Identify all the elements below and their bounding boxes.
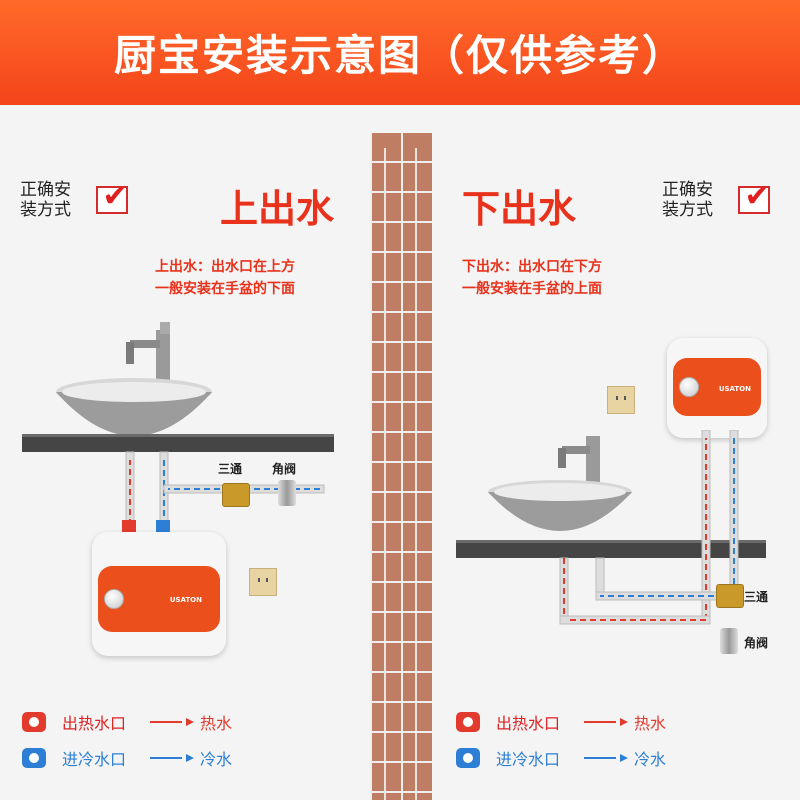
left-title: 上出水 [220, 187, 335, 231]
right-valve-label: 角阀 [744, 636, 769, 650]
header-banner: 厨宝安装示意图（仅供参考） [0, 0, 800, 105]
left-cold-inlet-cap [156, 520, 170, 532]
brick-wall-joints [370, 148, 432, 800]
right-socket-icon [607, 386, 635, 414]
left-hot-arrow-icon [150, 721, 182, 723]
left-legend-cold: 进冷水口 冷水 [22, 746, 232, 770]
left-angle-valve [278, 480, 296, 506]
left-counter [22, 434, 334, 452]
right-heater-brand: USATON [718, 384, 751, 393]
left-cold-arrow-icon [150, 757, 182, 759]
right-heater-knob [679, 377, 699, 397]
left-hot-outlet-cap [122, 520, 136, 532]
right-cold-inlet-icon [456, 748, 480, 768]
right-check-icon: ✔ [738, 182, 770, 214]
right-check-label: 正确安 装方式 [662, 180, 713, 220]
right-angle-valve [720, 628, 738, 654]
left-hot-outlet-icon [22, 712, 46, 732]
right-water-heater: USATON [667, 338, 767, 438]
left-tee-fitting [222, 483, 250, 507]
left-check-icon: ✔ [96, 182, 128, 214]
left-basin [56, 378, 212, 436]
right-tee-label: 三通 [744, 590, 769, 604]
left-cold-inlet-icon [22, 748, 46, 768]
right-description: 下出水：出水口在下方 一般安装在手盆的上面 [462, 259, 602, 297]
left-heater-knob [104, 589, 124, 609]
left-valve-label: 角阀 [272, 462, 297, 476]
right-check-block: 正确安 装方式 ✔ [662, 180, 770, 220]
right-title: 下出水 [462, 187, 577, 231]
left-water-heater: USATON [92, 532, 226, 656]
right-hot-arrow-icon [584, 721, 616, 723]
left-tee-label: 三通 [218, 462, 243, 476]
left-heater-brand: USATON [169, 596, 202, 605]
right-illustration [456, 430, 766, 625]
right-pipes [559, 430, 739, 625]
right-heater-panel: USATON [673, 358, 761, 416]
right-legend-hot: 出热水口 热水 [456, 710, 666, 734]
right-hot-outlet-icon [456, 712, 480, 732]
right-legend-cold: 进冷水口 冷水 [456, 746, 666, 770]
page-title: 厨宝安装示意图（仅供参考） [113, 31, 686, 80]
left-check-label: 正确安 装方式 [20, 180, 71, 220]
right-tee-fitting [716, 584, 744, 608]
left-legend-hot: 出热水口 热水 [22, 710, 232, 734]
right-cold-arrow-icon [584, 757, 616, 759]
left-check-block: 正确安 装方式 ✔ [20, 180, 128, 220]
left-socket-icon [249, 568, 277, 596]
right-basin [488, 480, 632, 531]
left-description: 上出水：出水口在上方 一般安装在手盆的下面 [155, 259, 295, 297]
right-counter [456, 540, 766, 558]
left-heater-panel: USATON [98, 566, 220, 632]
